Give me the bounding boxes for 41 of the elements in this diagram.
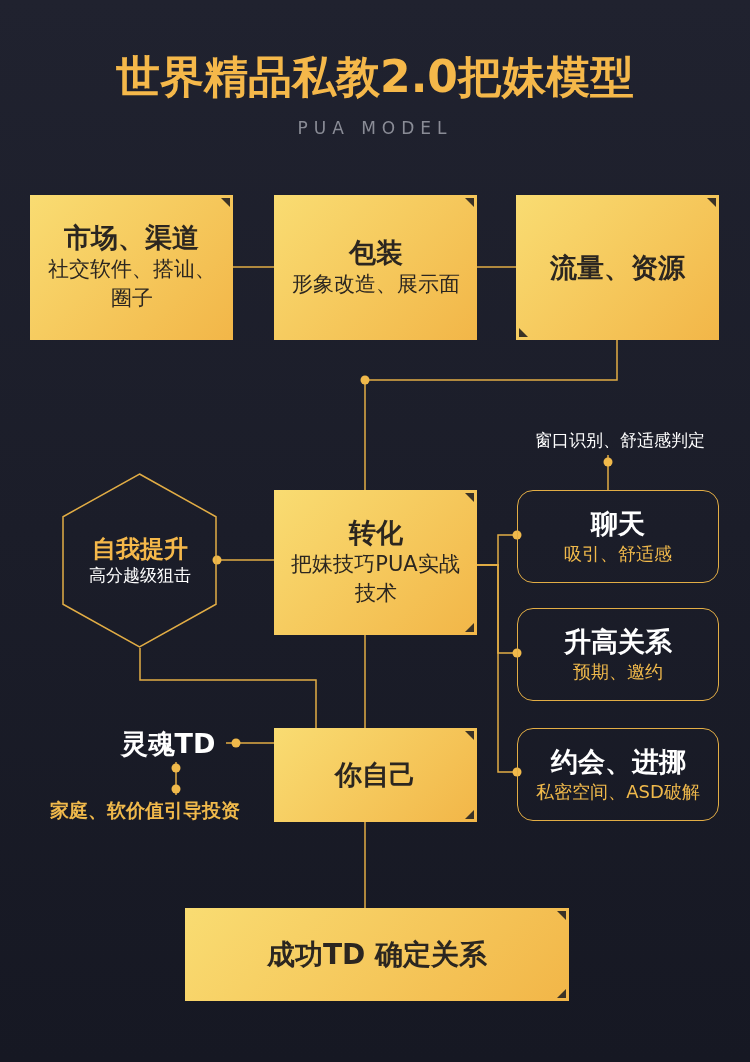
process-box: [274, 490, 477, 635]
box-subtitle: 把妹技巧PUA实战技术: [290, 551, 461, 608]
process-box: [30, 195, 233, 340]
box-subtitle: 高分越级狙击: [88, 563, 191, 587]
connector-line: [476, 266, 517, 268]
box-title: 包装: [348, 235, 403, 270]
process-box: [185, 908, 569, 1001]
box-subtitle: 形象改造、展示面: [291, 270, 460, 298]
connector-line: [225, 742, 275, 744]
connector-line: [364, 634, 366, 729]
box-title: 自我提升: [91, 533, 188, 564]
box-title: 转化: [348, 516, 403, 550]
connector-line: [175, 761, 177, 796]
box-subtitle: 私密空间、ASD破解: [536, 779, 700, 804]
rounded-box: [517, 490, 719, 583]
box-title: 你自己: [335, 758, 416, 792]
box-title: 约会、进挪: [550, 745, 686, 779]
box-title: 聊天: [591, 507, 645, 541]
hexagon: [62, 473, 217, 648]
box-subtitle: 吸引、舒适感: [564, 541, 672, 566]
connector-line: [139, 647, 317, 729]
process-box: [516, 195, 719, 340]
connector-line: [364, 339, 618, 491]
process-box: [274, 195, 477, 340]
connector-line: [607, 454, 609, 491]
box-subtitle: 预期、邀约: [573, 659, 663, 684]
title: 世界精品私教2.0把妹模型: [115, 50, 635, 104]
box-title: 市场、渠道: [64, 221, 199, 255]
box-title: 流量、资源: [550, 250, 685, 285]
rounded-box: [517, 728, 719, 821]
connector-line: [364, 821, 366, 909]
box-title: 成功TD 确定关系: [266, 937, 488, 972]
box-title: 灵魂TD: [120, 727, 216, 761]
connector-line: [232, 266, 275, 268]
box-subtitle: 社交软件、搭讪、圈子: [46, 256, 217, 313]
rounded-box: [517, 608, 719, 701]
subtitle: PUA MODEL: [296, 118, 454, 138]
process-box: [274, 728, 477, 822]
box-title: 升高关系: [564, 625, 672, 659]
box-title: 家庭、软价值引导投资: [50, 798, 240, 823]
box-title: 窗口识别、舒适感判定: [535, 428, 705, 452]
